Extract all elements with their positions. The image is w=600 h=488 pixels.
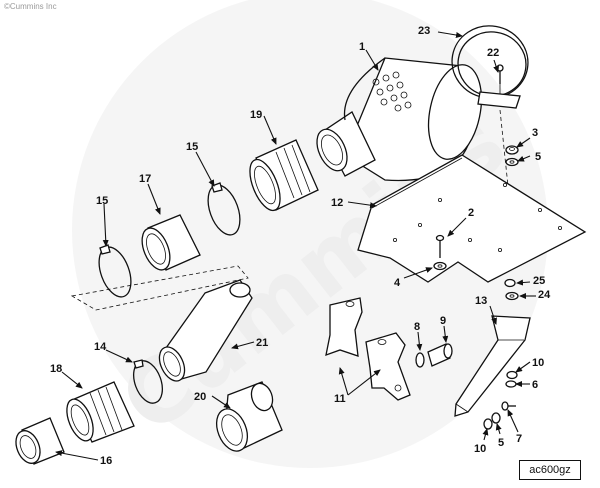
callout-18: 18: [50, 363, 62, 375]
clamp-bolt: [496, 64, 504, 84]
straight-hose-upper: [141, 214, 201, 271]
plate-bolt: [435, 234, 445, 258]
callout-12: 12: [331, 197, 343, 209]
bracket-washer-lower: [491, 412, 501, 424]
callout-25: 25: [533, 275, 545, 287]
filter-vent-holes: [372, 71, 412, 112]
mounting-plate: [357, 154, 587, 283]
callout-7: 7: [516, 433, 522, 445]
callout-15-left: 15: [96, 195, 108, 207]
mounting-bracket-right: [365, 332, 411, 401]
callout-17: 17: [139, 173, 151, 185]
hose-clamp-lower: [133, 359, 163, 404]
callout-24: 24: [538, 289, 551, 301]
mounting-bracket-left: [325, 297, 363, 357]
callout-14: 14: [94, 341, 107, 353]
callout-15-upper: 15: [186, 141, 198, 153]
callout-10-upper: 10: [532, 357, 544, 369]
leader-lines: [55, 31, 536, 461]
callout-13: 13: [475, 295, 487, 307]
air-cleaner-filter: [316, 57, 483, 182]
washer-lower: [505, 291, 519, 301]
support-bracket: [454, 315, 531, 417]
callout-16: 16: [100, 455, 112, 467]
elbow-hose: [158, 279, 253, 382]
callout-6: 6: [532, 379, 538, 391]
callout-3: 3: [532, 127, 538, 139]
elbow-adapter: [215, 381, 283, 452]
corrugated-hose-upper: [249, 139, 319, 212]
nut-upper: [505, 145, 519, 155]
callout-5-lower: 5: [498, 437, 504, 449]
callout-9: 9: [440, 315, 446, 327]
isolator-mount: [427, 343, 453, 367]
callout-23: 23: [418, 25, 430, 37]
washer-upper: [505, 157, 519, 167]
callout-21: 21: [256, 337, 268, 349]
plate-washer: [433, 261, 447, 271]
straight-hose-lower: [15, 417, 65, 465]
callout-11: 11: [334, 393, 346, 405]
centerline-upper: [499, 109, 509, 187]
callout-22: 22: [487, 47, 499, 59]
copyright-notice: ©Cummins Inc: [4, 2, 57, 11]
callout-8: 8: [414, 321, 420, 333]
callout-2: 2: [468, 207, 474, 219]
callout-20: 20: [194, 391, 206, 403]
callout-1: 1: [359, 41, 365, 53]
bracket-washer-upper: [505, 380, 517, 388]
callout-labels: 1 23 22 3 5 19 15 17 15 12 2 4 25 24 13 …: [50, 25, 551, 467]
hose-clamp-left: [98, 244, 132, 298]
hose-clamp-upper: [207, 182, 241, 236]
bracket-capscrew: [501, 401, 516, 411]
figure-code-label: ac600gz: [519, 460, 581, 480]
nut-lower: [504, 278, 516, 288]
callout-5-upper: 5: [535, 151, 541, 163]
reference-outline: [70, 265, 249, 311]
bracket-nut-upper: [506, 370, 518, 380]
callout-19: 19: [250, 109, 262, 121]
corrugated-hose-lower: [66, 381, 135, 443]
callout-4: 4: [394, 277, 401, 289]
band-clamp: [451, 25, 529, 109]
bracket-nut-lower: [483, 418, 493, 430]
isolator-washer: [415, 352, 425, 368]
callout-10-lower: 10: [474, 443, 486, 455]
